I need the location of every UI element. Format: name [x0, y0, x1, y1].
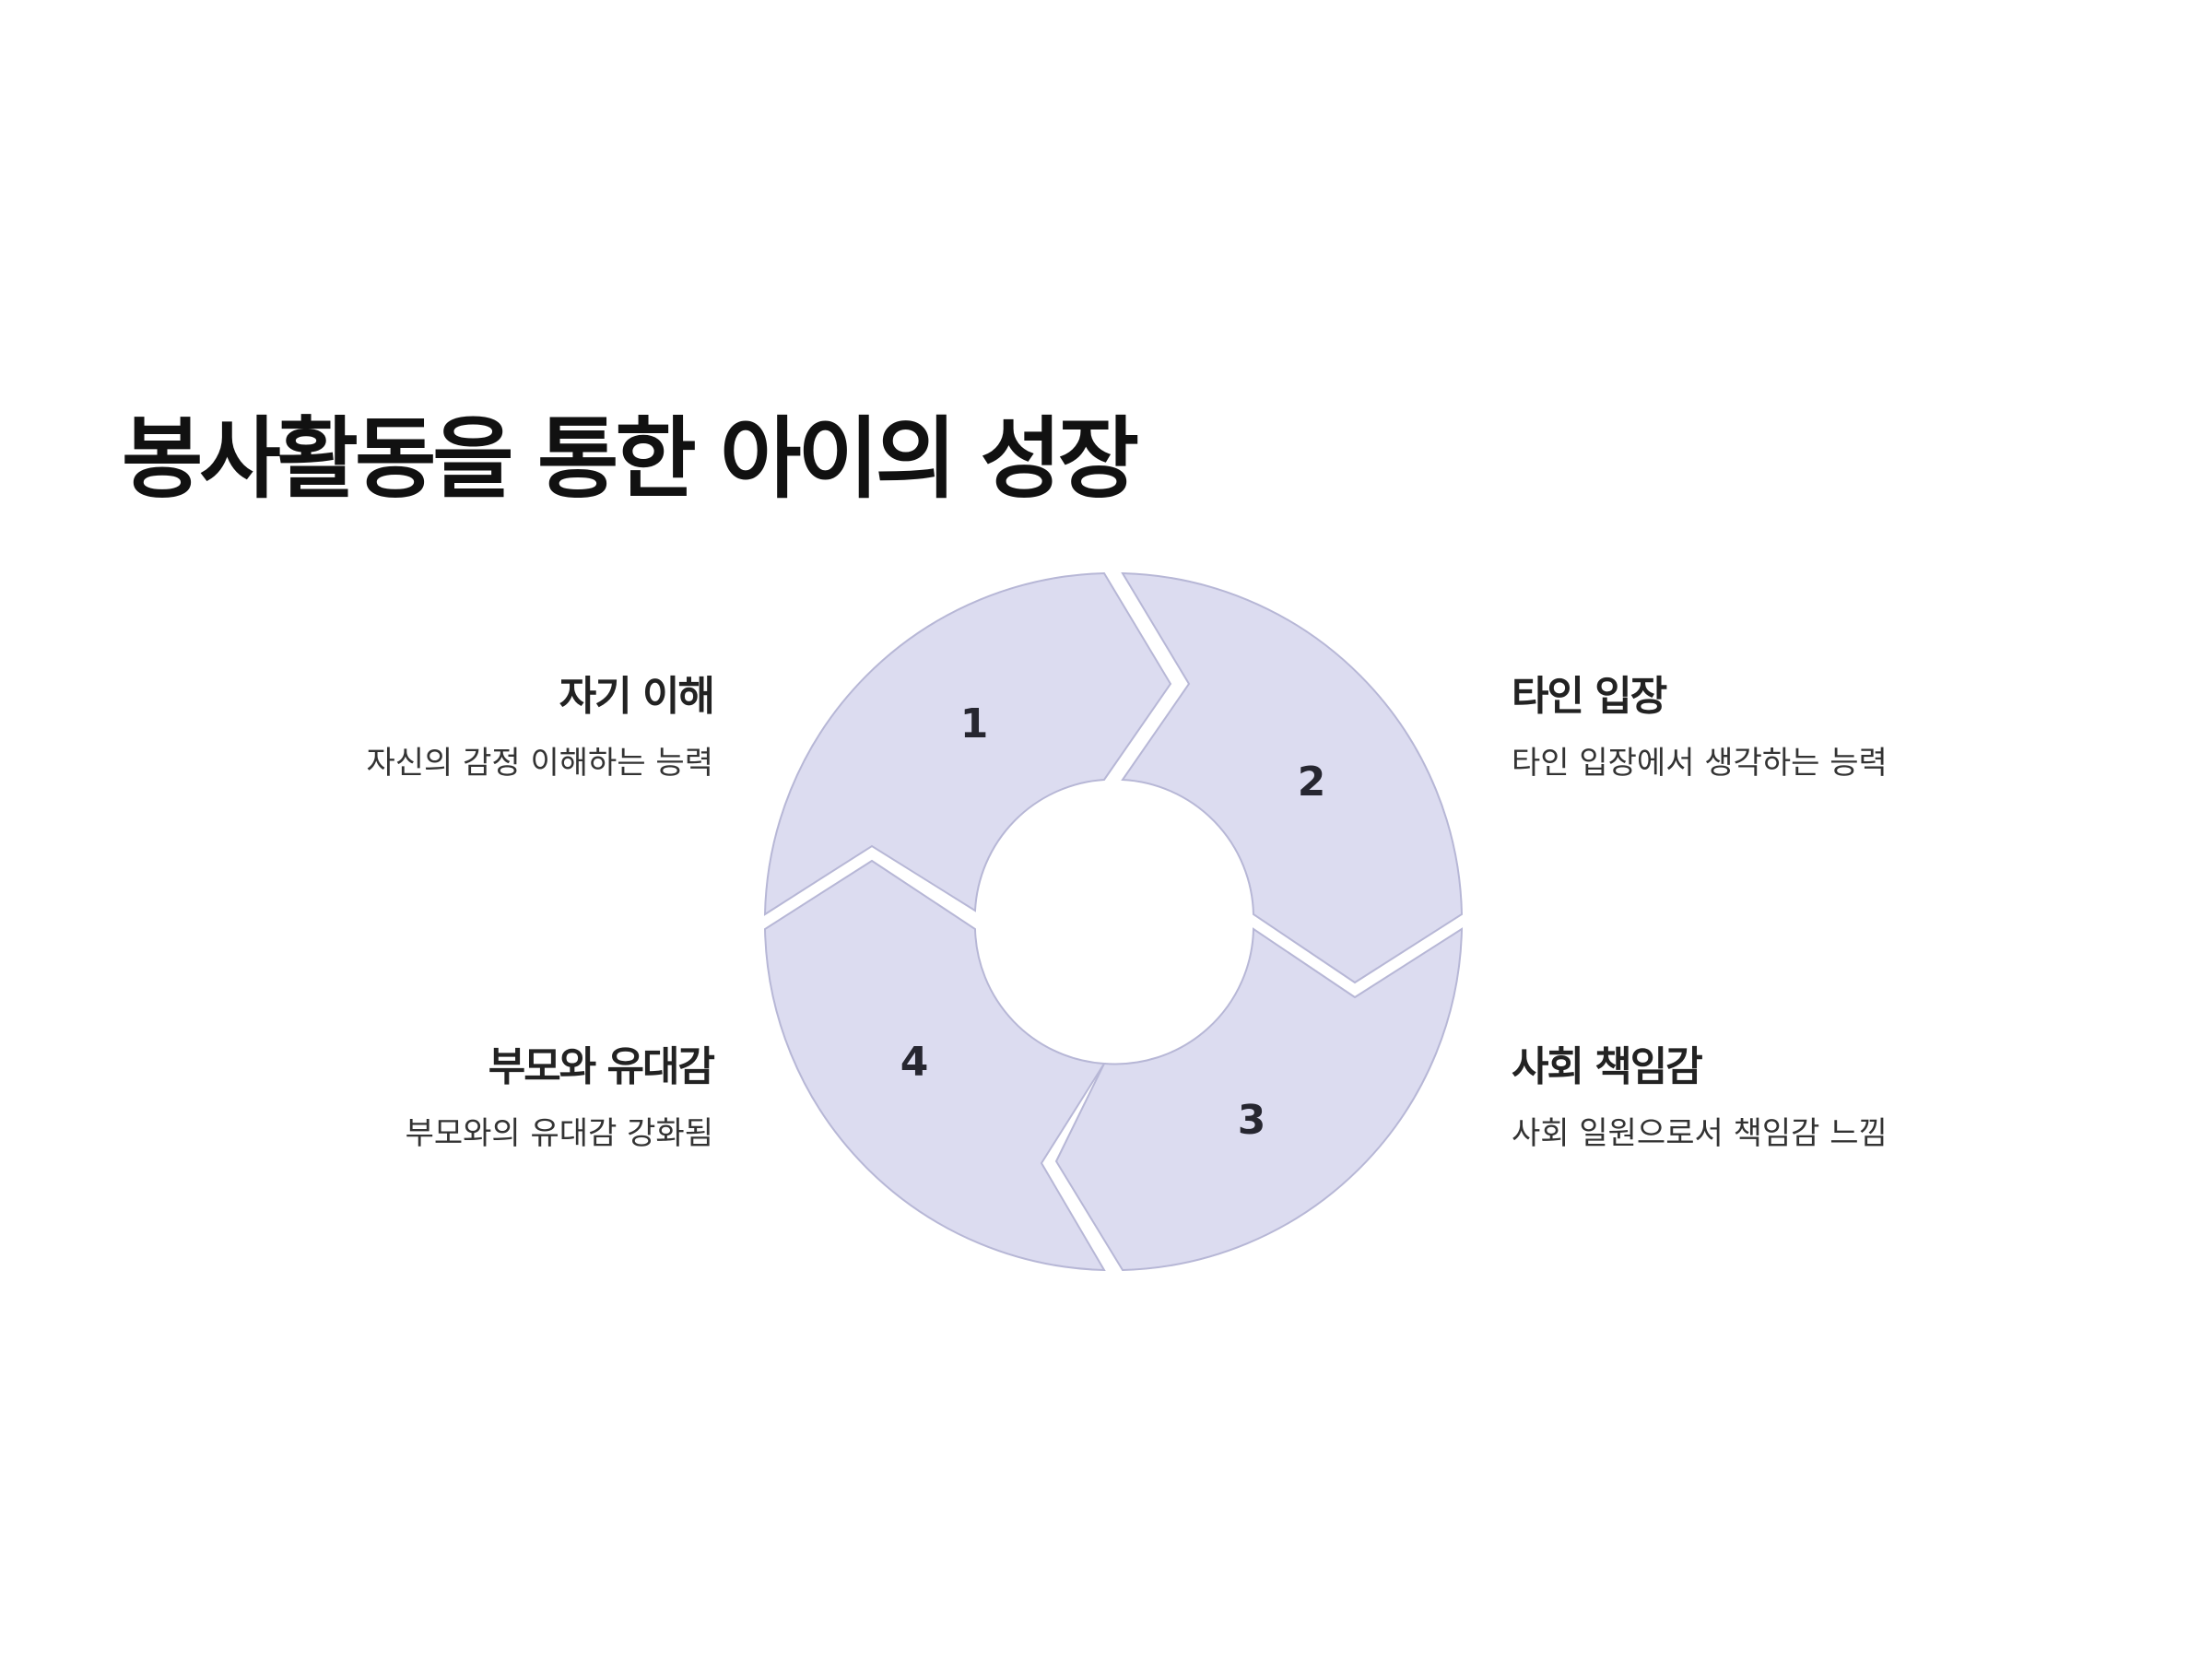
- step-title-3: 사회 책임감: [1512, 1043, 1703, 1090]
- step-description-3: 사회 일원으로서 책임감 느낌: [1512, 1115, 1888, 1152]
- step-label-3: 사회 책임감 사회 일원으로서 책임감 느낌: [1512, 1041, 1991, 1154]
- step-number-3: 3: [1238, 1097, 1266, 1144]
- step-number-2: 2: [1298, 759, 1326, 806]
- page-title: 봉사활동을 통한 아이의 성장: [122, 407, 1139, 511]
- step-description-2: 타인 입장에서 생각하는 능력: [1512, 745, 1888, 782]
- step-title-1: 자기 이해: [559, 673, 715, 720]
- step-number-4: 4: [900, 1039, 929, 1086]
- step-label-4: 부모와 유대감 부모와의 유대감 강화됨: [234, 1041, 715, 1154]
- step-number-1: 1: [960, 700, 989, 747]
- cycle-segment-4: [763, 859, 1106, 1272]
- step-numbers: 1 2 3 4: [900, 700, 1326, 1144]
- cycle-segment-1: [763, 571, 1172, 916]
- step-title-4: 부모와 유대감: [488, 1043, 715, 1090]
- step-title-2: 타인 입장: [1512, 673, 1667, 720]
- cycle-segment-3: [1054, 927, 1464, 1272]
- cycle-segment-2: [1121, 571, 1464, 984]
- cycle-segments: [763, 571, 1464, 1272]
- step-description-4: 부모와의 유대감 강화됨: [405, 1115, 713, 1152]
- step-label-1: 자기 이해 자신의 감정 이해하는 능력: [234, 671, 715, 783]
- step-label-2: 타인 입장 타인 입장에서 생각하는 능력: [1512, 671, 1991, 783]
- step-description-1: 자신의 감정 이해하는 능력: [366, 745, 713, 782]
